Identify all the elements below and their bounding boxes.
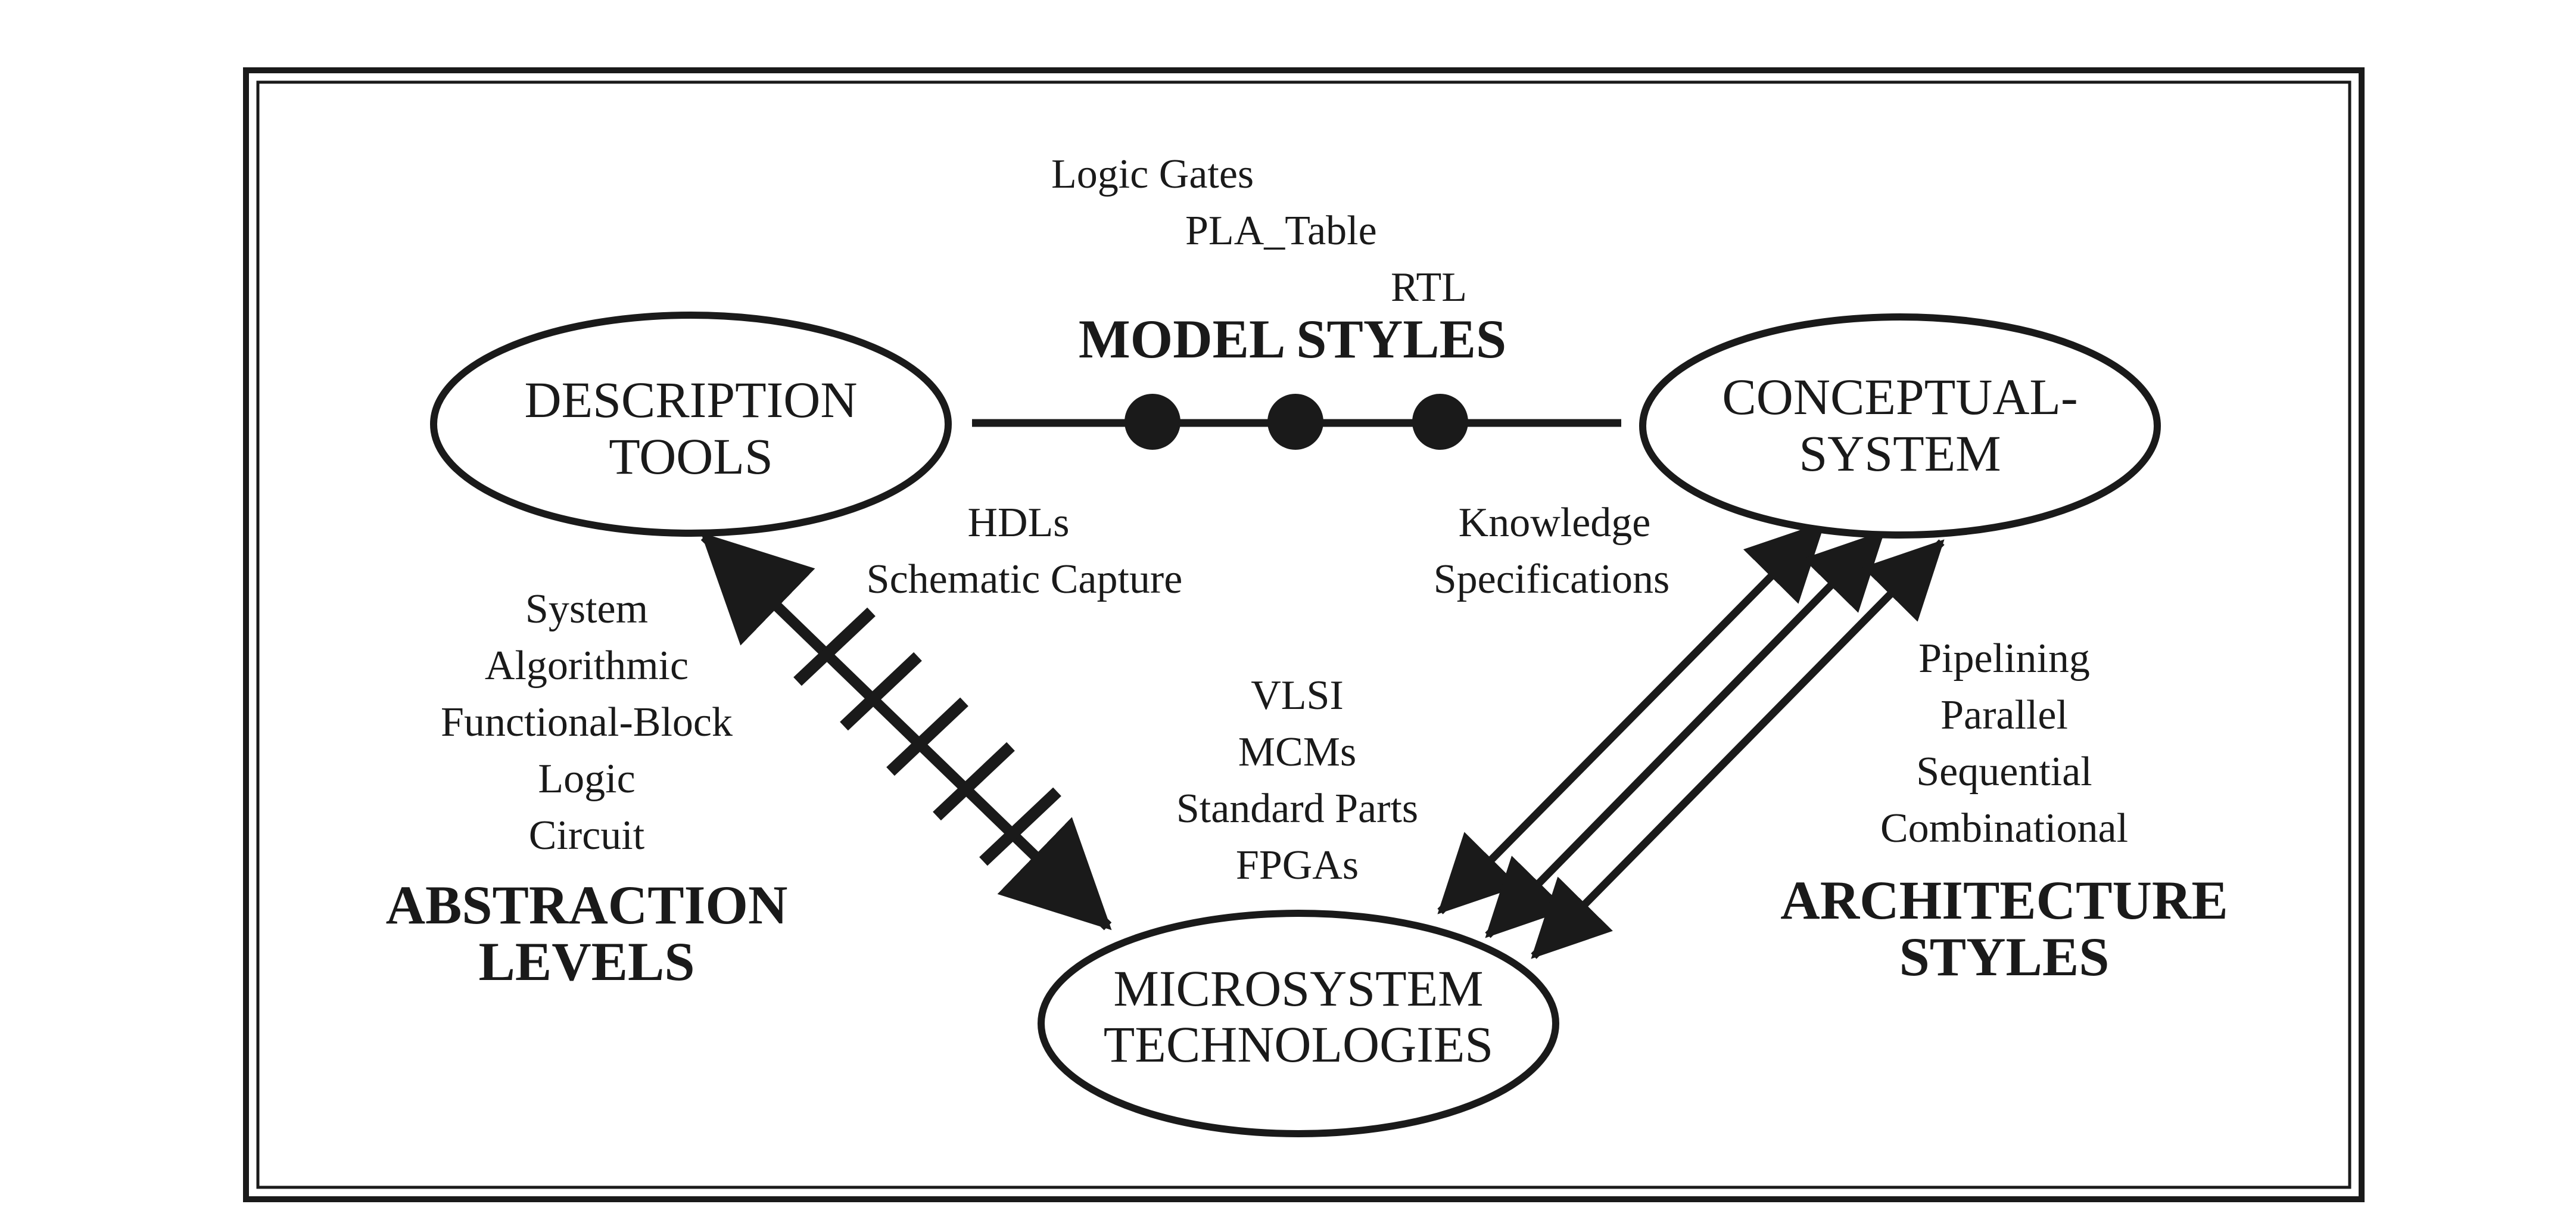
technology-standard-parts: Standard Parts	[1176, 786, 1418, 832]
link-knowledge: Knowledge	[1459, 500, 1651, 546]
node-microsystem-technologies-line-1: MICROSYSTEM	[1113, 960, 1483, 1017]
model-style-pla-table: PLA_Table	[1185, 208, 1377, 254]
model-styles-heading: MODEL STYLES	[1079, 309, 1506, 369]
architecture-style-sequential: Sequential	[1916, 749, 2092, 795]
model-style-dot-2	[1267, 394, 1323, 450]
node-description-tools-line-2: TOOLS	[609, 428, 773, 485]
abstraction-tick-4	[933, 742, 1015, 821]
architecture-styles-heading-line-1: ARCHITECTURE	[1780, 870, 2228, 931]
node-description-tools	[430, 312, 952, 537]
abstraction-level-algorithmic: Algorithmic	[485, 643, 689, 689]
abstraction-level-system: System	[525, 586, 648, 632]
link-schematic-capture: Schematic Capture	[867, 556, 1183, 602]
link-specifications: Specifications	[1434, 556, 1670, 602]
abstraction-levels-heading-line-2: LEVELS	[478, 931, 694, 992]
architecture-styles-heading-line-2: STYLES	[1899, 926, 2110, 987]
node-microsystem-technologies	[1038, 910, 1559, 1137]
node-microsystem-technologies-line-2: TECHNOLOGIES	[1104, 1016, 1494, 1073]
model-style-dot-1	[1125, 394, 1180, 450]
model-style-logic-gates: Logic Gates	[1051, 151, 1254, 197]
model-style-dot-3	[1412, 394, 1468, 450]
node-conceptual-system-line-1: CONCEPTUAL-	[1722, 368, 2077, 425]
abstraction-tick-2	[840, 652, 922, 731]
architecture-style-pipelining: Pipelining	[1918, 636, 2090, 682]
architecture-style-parallel: Parallel	[1940, 692, 2068, 738]
abstraction-levels-connector	[700, 532, 1112, 931]
node-conceptual-system-line-2: SYSTEM	[1799, 425, 2001, 482]
abstraction-level-functional-block: Functional-Block	[441, 699, 733, 745]
abstraction-level-logic: Logic	[538, 756, 635, 802]
abstraction-level-circuit: Circuit	[529, 813, 645, 858]
node-description-tools-line-1: DESCRIPTION	[524, 371, 857, 428]
abstraction-tick-3	[886, 697, 968, 776]
frame-inner	[256, 80, 2351, 1189]
technology-mcms: MCMs	[1238, 729, 1356, 775]
technology-fpgas: FPGAs	[1236, 842, 1359, 888]
frame-outer	[243, 67, 2365, 1202]
abstraction-tick-5	[979, 787, 1061, 866]
technology-vlsi: VLSI	[1251, 673, 1344, 718]
node-conceptual-system	[1639, 313, 2161, 539]
architecture-connector-3	[1531, 539, 1945, 959]
architecture-style-combinational: Combinational	[1880, 805, 2128, 851]
link-hdls: HDLs	[967, 500, 1069, 546]
abstraction-tick-1	[793, 607, 876, 686]
model-style-rtl: RTL	[1391, 265, 1467, 310]
abstraction-levels-heading-line-1: ABSTRACTION	[386, 875, 788, 935]
